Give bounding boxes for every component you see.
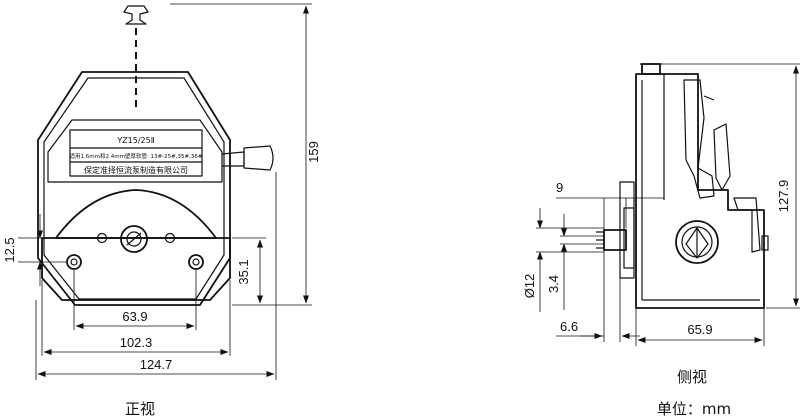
spec-line: 适用1.6mm和2.4mm壁厚软管: 13#-25#,35#,36# bbox=[70, 152, 203, 160]
lid-latch bbox=[683, 79, 715, 199]
dim-width-total: 124.7 bbox=[35, 172, 277, 380]
side-view-caption: 侧视 bbox=[677, 368, 707, 386]
svg-text:124.7: 124.7 bbox=[140, 357, 173, 372]
svg-text:63.9: 63.9 bbox=[122, 309, 147, 324]
unit-label: 单位：mm bbox=[657, 400, 731, 418]
lid-panel bbox=[47, 119, 223, 183]
dim-width-hole: 63.9 bbox=[73, 270, 197, 330]
side-body bbox=[635, 73, 765, 309]
svg-text:12.5: 12.5 bbox=[2, 237, 17, 262]
mount-hole-right bbox=[188, 254, 204, 270]
dim-flat-depth: 3.4 bbox=[546, 214, 604, 310]
front-view: YZ15/25Ⅱ 适用1.6mm和2.4mm壁厚软管: 13#-25#,35#,… bbox=[2, 3, 321, 418]
pump-head-outer bbox=[37, 71, 231, 306]
svg-text:127.9: 127.9 bbox=[776, 180, 791, 213]
top-hose-fitting bbox=[123, 5, 149, 110]
model-label: YZ15/25Ⅱ bbox=[116, 136, 154, 145]
drive-shaft-side bbox=[603, 229, 627, 251]
dim-height-base: 35.1 bbox=[232, 237, 266, 304]
dim-depth-total: 65.9 bbox=[635, 308, 765, 346]
dim-height-mount: 12.5 bbox=[2, 214, 66, 286]
svg-text:65.9: 65.9 bbox=[687, 322, 712, 337]
dim-shaft-length: 9 bbox=[556, 180, 664, 230]
svg-text:159: 159 bbox=[306, 141, 321, 163]
rotor-housing bbox=[55, 189, 217, 239]
rotor-gear bbox=[675, 220, 719, 264]
dim-shaft-dia: Ø12 bbox=[522, 208, 604, 312]
mount-hole-left bbox=[66, 254, 82, 270]
dim-flange-offset: 6.6 bbox=[556, 250, 640, 342]
dim-side-height: 127.9 bbox=[662, 63, 800, 309]
base-plate bbox=[41, 237, 231, 301]
svg-text:35.1: 35.1 bbox=[236, 259, 251, 284]
front-view-caption: 正视 bbox=[125, 400, 155, 418]
svg-text:6.6: 6.6 bbox=[560, 319, 578, 334]
svg-text:3.4: 3.4 bbox=[546, 275, 561, 293]
svg-text:102.3: 102.3 bbox=[120, 335, 153, 350]
svg-text:9: 9 bbox=[556, 180, 563, 195]
side-view: 9 Ø12 3.4 6.6 bbox=[522, 63, 800, 418]
top-cap bbox=[641, 63, 661, 75]
dim-width-base: 102.3 bbox=[41, 280, 231, 356]
svg-text:Ø12: Ø12 bbox=[522, 274, 537, 299]
lever-knob bbox=[221, 145, 274, 171]
drive-shaft bbox=[120, 225, 148, 253]
dim-height-total: 159 bbox=[170, 3, 321, 306]
maker-line: 保定准择恒流泵制造有限公司 bbox=[84, 165, 188, 175]
